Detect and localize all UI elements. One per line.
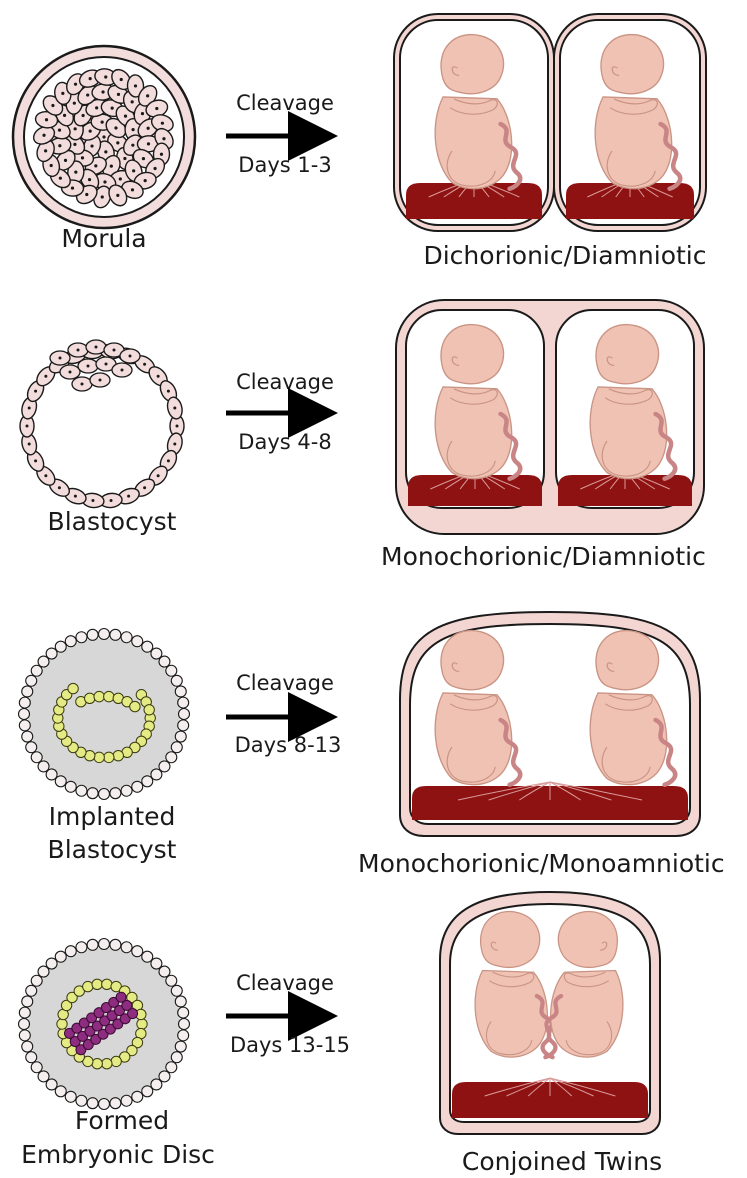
arrow-3-days: Days 8-13 [235,733,342,757]
row-4: Formed Embryonic Disc Cleavage Days 13-1… [19,892,663,1176]
stage-label-implanted-line-1: Implanted [49,802,176,831]
dichorionic-diamniotic-illustration [394,14,706,231]
arrow-4-days: Days 13-15 [230,1033,350,1057]
arrow-2-days: Days 4-8 [238,430,331,454]
morula-illustration [13,46,195,228]
cleavage-arrow-3: Cleavage Days 8-13 [226,671,341,757]
monochorionic-diamniotic-illustration [396,300,704,534]
arrow-3-label: Cleavage [236,671,334,695]
outcome-monochorionic-monoamniotic: Monochorionic/Monoamniotic [358,849,725,878]
embryonic-disc-illustration [19,939,190,1110]
outcome-dichorionic-diamniotic: Dichorionic/Diamniotic [423,241,706,270]
stage-label-disc-line-2: Embryonic Disc [21,1140,215,1169]
cleavage-arrow-4: Cleavage Days 13-15 [226,971,350,1057]
implanted-blastocyst-illustration [19,629,190,800]
outcome-monochorionic-diamniotic: Monochorionic/Diamniotic [381,542,706,571]
arrow-4-label: Cleavage [236,971,334,995]
arrow-2-label: Cleavage [236,370,334,394]
stage-label-morula: Morula [61,224,146,253]
row-3: Implanted Blastocyst Cleavage Days 8-13 … [19,612,725,878]
stage-label-blastocyst: Blastocyst [48,507,177,536]
monochorionic-monoamniotic-illustration [400,612,700,836]
cleavage-arrow-2: Cleavage Days 4-8 [226,370,334,454]
blastocyst-illustration [20,340,184,509]
outcome-conjoined-twins: Conjoined Twins [462,1147,662,1176]
cleavage-arrow-1: Cleavage Days 1-3 [226,91,334,177]
stage-label-implanted-line-2: Blastocyst [48,835,177,864]
row-2: Blastocyst Cleavage Days 4-8 Monochorion… [20,300,706,571]
arrow-1-label: Cleavage [236,91,334,115]
arrow-1-days: Days 1-3 [238,153,331,177]
conjoined-twins-illustration [440,892,660,1134]
stage-label-disc-line-1: Formed [75,1106,169,1135]
row-1: Morula Cleavage Days 1-3 Dichorionic/Dia… [13,14,707,270]
